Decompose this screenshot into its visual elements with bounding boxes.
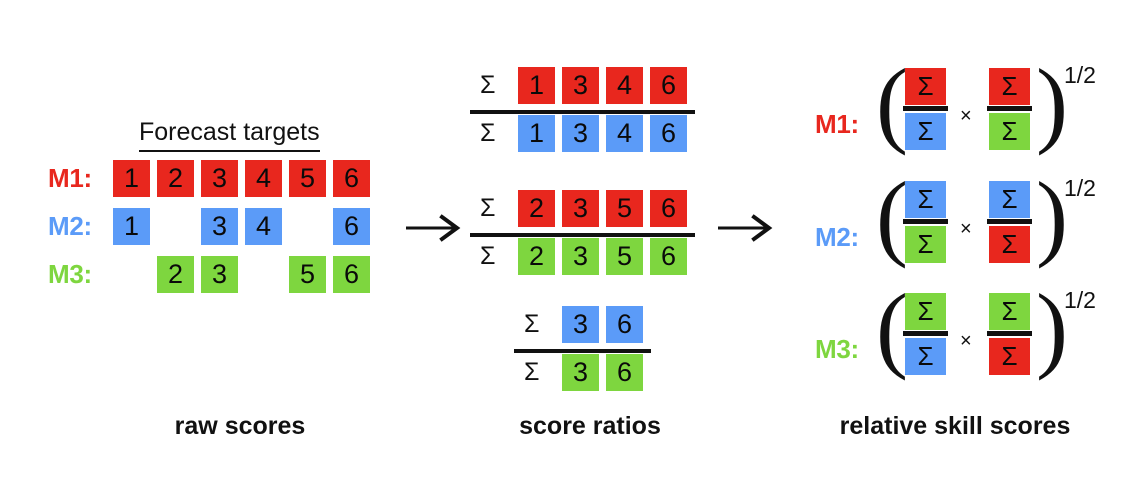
raw-cell-m3-4 — [245, 256, 282, 293]
skill-row-label-m3: M3: — [815, 334, 859, 364]
sigma-icon-num-1: Σ — [480, 71, 496, 99]
raw-row-label-m1: M1: — [48, 163, 92, 193]
ratio2-num-cell-2: 3 — [562, 190, 599, 227]
times-icon-m2: × — [960, 218, 972, 240]
skill-m3-term2-denominator: Σ — [989, 338, 1030, 375]
arrow-ratios-to-skill-icon — [718, 212, 778, 249]
caption-score-ratios: score ratios — [519, 412, 661, 440]
ratio1-den-cell-1: 1 — [518, 115, 555, 152]
raw-cell-m2-2 — [157, 208, 194, 245]
right-paren-m2: ) — [1036, 162, 1068, 269]
sigma-icon-den-1: Σ — [480, 119, 496, 147]
raw-cell-m3-1 — [113, 256, 150, 293]
raw-cell-m3-3: 3 — [201, 256, 238, 293]
caption-relative-skill-scores: relative skill scores — [839, 412, 1071, 440]
raw-cell-m1-4: 4 — [245, 160, 282, 197]
raw-cell-m2-3: 3 — [201, 208, 238, 245]
skill-m1-term1-bar — [903, 106, 948, 111]
exponent-m2: 1/2 — [1064, 175, 1096, 201]
times-icon-m1: × — [960, 105, 972, 127]
forecast-targets-header: Forecast targets — [139, 118, 320, 152]
raw-cell-m1-1: 1 — [113, 160, 150, 197]
ratio1-den-cell-4: 6 — [650, 115, 687, 152]
skill-m1-term2-numerator: Σ — [989, 68, 1030, 105]
skill-row-label-m2: M2: — [815, 222, 859, 252]
ratio2-num-cell-1: 2 — [518, 190, 555, 227]
skill-row-label-m1: M1: — [815, 109, 859, 139]
ratio3-den-cell-1: 3 — [562, 354, 599, 391]
skill-m2-term2-denominator: Σ — [989, 226, 1030, 263]
ratio3-num-cell-1: 3 — [562, 306, 599, 343]
times-icon-m3: × — [960, 330, 972, 352]
ratio3-den-cell-2: 6 — [606, 354, 643, 391]
sigma-icon-num-2: Σ — [480, 194, 496, 222]
ratio2-fraction-bar — [470, 233, 695, 237]
raw-cell-m1-5: 5 — [289, 160, 326, 197]
raw-cell-m1-6: 6 — [333, 160, 370, 197]
left-paren-m2: ( — [876, 162, 908, 269]
raw-row-label-m3: M3: — [48, 259, 92, 289]
skill-m1-term1-numerator: Σ — [905, 68, 946, 105]
raw-cell-m2-1: 1 — [113, 208, 150, 245]
raw-cell-m3-2: 2 — [157, 256, 194, 293]
raw-cell-m3-6: 6 — [333, 256, 370, 293]
ratio1-num-cell-1: 1 — [518, 67, 555, 104]
ratio3-fraction-bar — [514, 349, 651, 353]
ratio2-den-cell-3: 5 — [606, 238, 643, 275]
skill-m2-term2-numerator: Σ — [989, 181, 1030, 218]
skill-m2-term2-bar — [987, 219, 1032, 224]
left-paren-m1: ( — [876, 49, 908, 156]
skill-m3-term2-numerator: Σ — [989, 293, 1030, 330]
ratio2-num-cell-4: 6 — [650, 190, 687, 227]
sigma-icon-den-2: Σ — [480, 242, 496, 270]
raw-cell-m2-6: 6 — [333, 208, 370, 245]
raw-cell-m2-5 — [289, 208, 326, 245]
sigma-icon-num-3: Σ — [524, 310, 540, 338]
raw-cell-m1-3: 3 — [201, 160, 238, 197]
ratio1-den-cell-3: 4 — [606, 115, 643, 152]
right-paren-m1: ) — [1036, 49, 1068, 156]
skill-m1-term1-denominator: Σ — [905, 113, 946, 150]
ratio1-num-cell-2: 3 — [562, 67, 599, 104]
ratio1-num-cell-4: 6 — [650, 67, 687, 104]
raw-cell-m1-2: 2 — [157, 160, 194, 197]
raw-cell-m3-5: 5 — [289, 256, 326, 293]
skill-m2-term1-bar — [903, 219, 948, 224]
arrow-raw-to-ratios-icon — [406, 212, 466, 249]
ratio2-num-cell-3: 5 — [606, 190, 643, 227]
sigma-icon-den-3: Σ — [524, 358, 540, 386]
ratio2-den-cell-1: 2 — [518, 238, 555, 275]
ratio2-den-cell-4: 6 — [650, 238, 687, 275]
ratio1-fraction-bar — [470, 110, 695, 114]
ratio1-den-cell-2: 3 — [562, 115, 599, 152]
raw-row-label-m2: M2: — [48, 211, 92, 241]
ratio3-num-cell-2: 6 — [606, 306, 643, 343]
exponent-m1: 1/2 — [1064, 62, 1096, 88]
skill-m1-term2-denominator: Σ — [989, 113, 1030, 150]
right-paren-m3: ) — [1036, 274, 1068, 381]
skill-m2-term1-denominator: Σ — [905, 226, 946, 263]
skill-m1-term2-bar — [987, 106, 1032, 111]
ratio1-num-cell-3: 4 — [606, 67, 643, 104]
left-paren-m3: ( — [876, 274, 908, 381]
skill-m2-term1-numerator: Σ — [905, 181, 946, 218]
skill-m3-term1-bar — [903, 331, 948, 336]
exponent-m3: 1/2 — [1064, 287, 1096, 313]
skill-m3-term1-denominator: Σ — [905, 338, 946, 375]
skill-m3-term2-bar — [987, 331, 1032, 336]
ratio2-den-cell-2: 3 — [562, 238, 599, 275]
skill-m3-term1-numerator: Σ — [905, 293, 946, 330]
raw-cell-m2-4: 4 — [245, 208, 282, 245]
caption-raw-scores: raw scores — [174, 412, 306, 440]
